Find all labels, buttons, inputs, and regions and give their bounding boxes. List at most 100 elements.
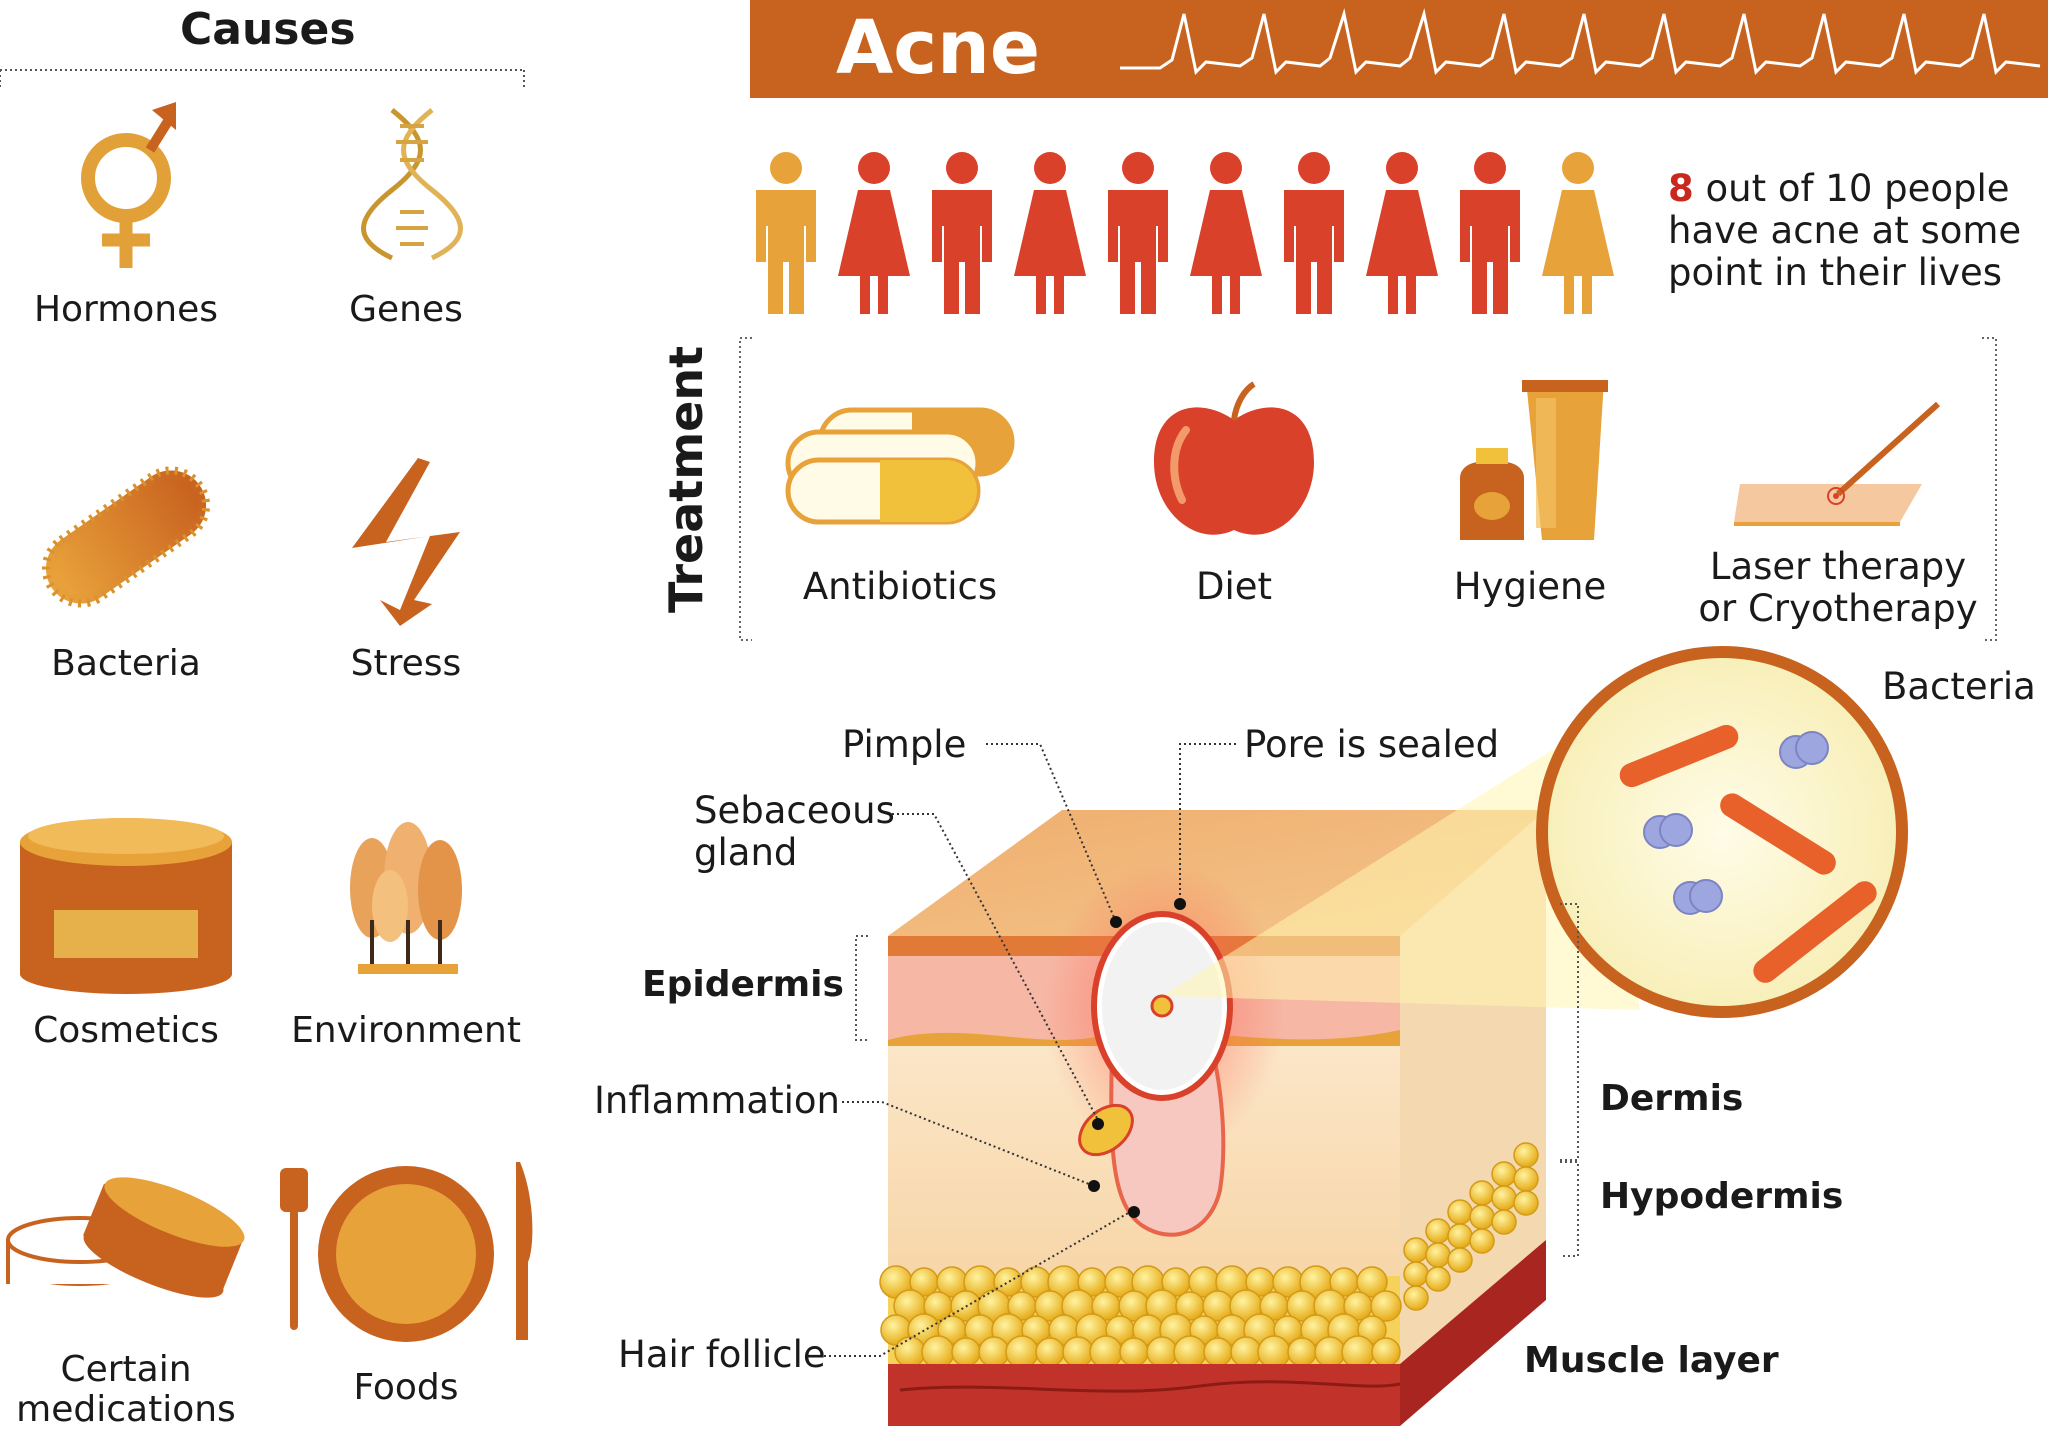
fat-globule [1119, 1337, 1149, 1367]
cause-label-cosmetics: Cosmetics [33, 1010, 219, 1051]
treatment-label-laser-line2: or Cryotherapy [1698, 587, 1978, 630]
pill-box-icon [6, 1177, 245, 1298]
gender-symbol-icon [81, 102, 176, 268]
fat-globule [1005, 1335, 1039, 1369]
people-row [756, 152, 1614, 314]
layer-label-dermis: Dermis [1600, 1078, 1744, 1119]
cause-label-hormones: Hormones [33, 289, 219, 330]
fat-globule [1513, 1142, 1539, 1168]
fat-globule [1403, 1285, 1429, 1311]
header-title: Acne [836, 5, 1041, 91]
person-male-icon [932, 152, 992, 314]
cause-label-genes: Genes [349, 289, 463, 330]
callout-sebaceous-line1: Sebaceous [694, 789, 895, 832]
callout-dots [1088, 898, 1186, 1218]
laser-icon [1734, 401, 1941, 526]
fat-globule [1425, 1218, 1451, 1244]
person-male-icon [1460, 152, 1520, 314]
fat-globule [1370, 1290, 1402, 1322]
fat-globule [1230, 1336, 1262, 1368]
layer-label-hypodermis: Hypodermis [1600, 1176, 1844, 1217]
fat-globule [1257, 1335, 1291, 1369]
fat-globule [1513, 1190, 1539, 1216]
treatment-label-antibiotics: Antibiotics [802, 565, 998, 608]
fat-globule [1447, 1199, 1473, 1225]
apple-icon [1154, 381, 1314, 535]
fat-globule [951, 1337, 981, 1367]
fat-globule [1513, 1166, 1539, 1192]
fat-globule [1035, 1337, 1065, 1367]
callout-pore-sealed: Pore is sealed [1244, 723, 1500, 766]
fat-globule [978, 1336, 1010, 1368]
fat-globule [1062, 1336, 1094, 1368]
fat-globule [1356, 1266, 1388, 1298]
fat-globule [1469, 1204, 1495, 1230]
treatment-label-hygiene: Hygiene [1453, 565, 1607, 608]
cause-label-stress: Stress [350, 643, 462, 684]
fat-globule [1314, 1336, 1346, 1368]
stat-highlight: 8 [1668, 167, 1694, 210]
fat-globule [1287, 1337, 1317, 1367]
callout-sebaceous-line2: gland [694, 831, 798, 874]
bacterium-icon [41, 466, 211, 608]
stat-line3: point in their lives [1668, 251, 2003, 294]
fat-globule [1425, 1266, 1451, 1292]
callout-hair-follicle: Hair follicle [618, 1333, 826, 1376]
person-female-icon [838, 152, 910, 314]
fat-globule [1447, 1247, 1473, 1273]
fat-globule [1425, 1242, 1451, 1268]
fat-globule [1469, 1180, 1495, 1206]
fat-globule [1173, 1335, 1207, 1369]
cream-jar-icon [20, 818, 232, 994]
cause-label-foods: Foods [353, 1367, 459, 1408]
hygiene-bottles-icon [1460, 380, 1608, 540]
plate-cutlery-icon [280, 1162, 533, 1342]
fat-globule [1203, 1337, 1233, 1367]
fat-globule [1491, 1161, 1517, 1187]
layer-label-muscle: Muscle layer [1524, 1340, 1779, 1381]
cause-label-medications-line2: medications [16, 1389, 236, 1430]
person-male-icon [1108, 152, 1168, 314]
capsules-icon [785, 407, 1015, 525]
callout-pimple: Pimple [842, 723, 967, 766]
treatment-label-diet: Diet [1195, 565, 1273, 608]
person-female-icon [1014, 152, 1086, 314]
dna-icon [361, 108, 463, 261]
fat-globule [1341, 1335, 1375, 1369]
person-female-icon [1190, 152, 1262, 314]
stat-text: 8 out of 10 people have acne at some poi… [1668, 168, 2038, 294]
fat-globule [1403, 1237, 1429, 1263]
fat-globule [894, 1336, 926, 1368]
person-female-icon [1366, 152, 1438, 314]
fat-globule [1491, 1209, 1517, 1235]
fat-globule [921, 1335, 955, 1369]
fat-globule [1491, 1185, 1517, 1211]
cause-label-bacteria: Bacteria [51, 643, 201, 684]
stat-line1: out of 10 people [1705, 167, 2010, 210]
fat-globule [1403, 1261, 1429, 1287]
trees-icon [350, 822, 462, 974]
fat-globule [1146, 1336, 1178, 1368]
stat-line2: have acne at some [1668, 209, 2022, 252]
layer-label-epidermis: Epidermis [642, 964, 844, 1005]
person-female-icon [1542, 152, 1614, 314]
callout-inflammation: Inflammation [594, 1079, 840, 1122]
fat-globule [1371, 1337, 1401, 1367]
bacteria-magnifier [1536, 646, 1908, 1018]
lightning-icon [352, 458, 460, 626]
cause-label-medications-line1: Certain [60, 1349, 192, 1390]
causes-title: Causes [180, 4, 356, 55]
callout-bacteria: Bacteria [1882, 665, 2036, 708]
heartbeat-line [1120, 8, 2041, 76]
skin-cross-section [879, 720, 1640, 1426]
treatment-label-laser-line1: Laser therapy [1709, 545, 1967, 588]
cause-label-environment: Environment [291, 1010, 521, 1051]
fat-globule [1469, 1228, 1495, 1254]
callout-leaders [814, 743, 1236, 1357]
person-male-icon [756, 152, 816, 314]
fat-globule [1447, 1223, 1473, 1249]
fat-globule [1089, 1335, 1123, 1369]
treatment-title: Treatment [659, 345, 713, 613]
person-male-icon [1284, 152, 1344, 314]
